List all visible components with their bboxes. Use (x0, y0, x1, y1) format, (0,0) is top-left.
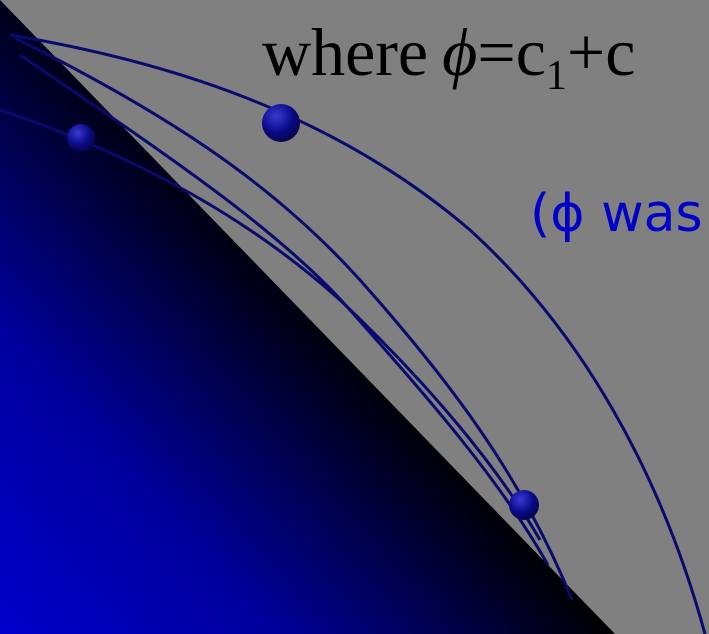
data-point-lower (509, 490, 539, 520)
curve-outer (9, 33, 707, 634)
gradient-triangle (0, 0, 615, 634)
data-point-large (262, 104, 300, 142)
curve-lower (0, 108, 542, 541)
formula-plus: + (566, 14, 606, 90)
curve-middle (14, 36, 574, 601)
formula-c: c (515, 14, 546, 90)
formula-equals: = (477, 14, 516, 90)
note-text: (ϕ was (530, 184, 703, 244)
formula-tail: c (605, 14, 636, 90)
formula-subscript: 1 (545, 53, 567, 99)
formula-prefix: where (262, 14, 429, 90)
data-point-left (67, 124, 95, 152)
formula-phi: ϕ (442, 14, 478, 90)
